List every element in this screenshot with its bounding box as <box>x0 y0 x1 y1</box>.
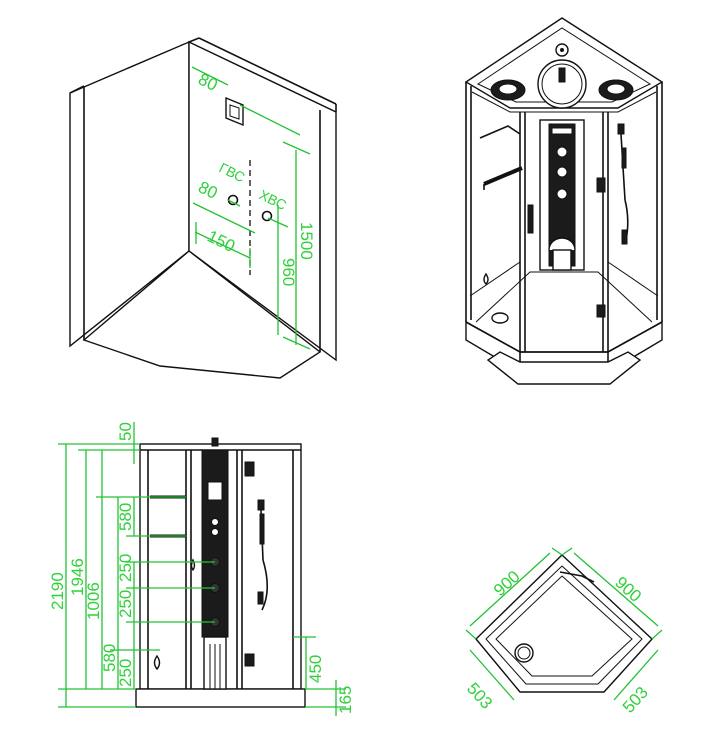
dim-1006: 1006 <box>84 582 103 620</box>
dim-50: 50 <box>116 422 135 441</box>
dim-450: 450 <box>306 655 325 683</box>
handle-left-icon <box>527 204 534 234</box>
dim-900-left: 900 <box>490 567 524 600</box>
speaker-left-icon <box>490 79 526 101</box>
cabin-perspective-view <box>464 17 664 385</box>
socket-icon <box>225 96 244 127</box>
front-tray <box>135 688 306 708</box>
dim-900-right: 900 <box>611 573 645 606</box>
front-shower-column <box>201 449 229 638</box>
front-hand-shower-icon <box>257 499 269 611</box>
right-wall <box>188 40 337 362</box>
dim-1946: 1946 <box>68 558 87 596</box>
soap-icon <box>483 272 489 285</box>
front-elevation-view: 50 580 250 250 250 580 1006 1946 2190 45… <box>48 422 355 716</box>
rain-shower-icon <box>558 67 566 83</box>
dim-503-left: 503 <box>463 679 496 713</box>
control-display-icon <box>207 481 223 501</box>
dim-1500: 1500 <box>297 222 316 260</box>
hand-shower-icon <box>617 123 629 245</box>
dim-165: 165 <box>336 686 355 714</box>
dim-580-bottom: 580 <box>100 644 119 672</box>
shelf-icon <box>479 125 521 139</box>
dim-250-b: 250 <box>116 590 135 618</box>
dim-2190: 2190 <box>48 572 67 610</box>
dim-250-c: 250 <box>116 659 135 687</box>
towel-rail-icon <box>483 166 523 186</box>
dim-580-top: 580 <box>116 503 135 531</box>
drain-icon <box>491 312 509 324</box>
plan-view: 900 900 503 503 <box>463 547 663 717</box>
hinge-icon <box>596 177 606 193</box>
speaker-right-icon <box>598 79 634 101</box>
floor-slab <box>82 250 322 379</box>
wall-installation-view: 80 ГВС ХВС 80 150 960 1500 <box>69 37 337 379</box>
dim-960: 960 <box>279 258 298 286</box>
dim-250-a: 250 <box>116 554 135 582</box>
seat-icon <box>548 237 576 251</box>
